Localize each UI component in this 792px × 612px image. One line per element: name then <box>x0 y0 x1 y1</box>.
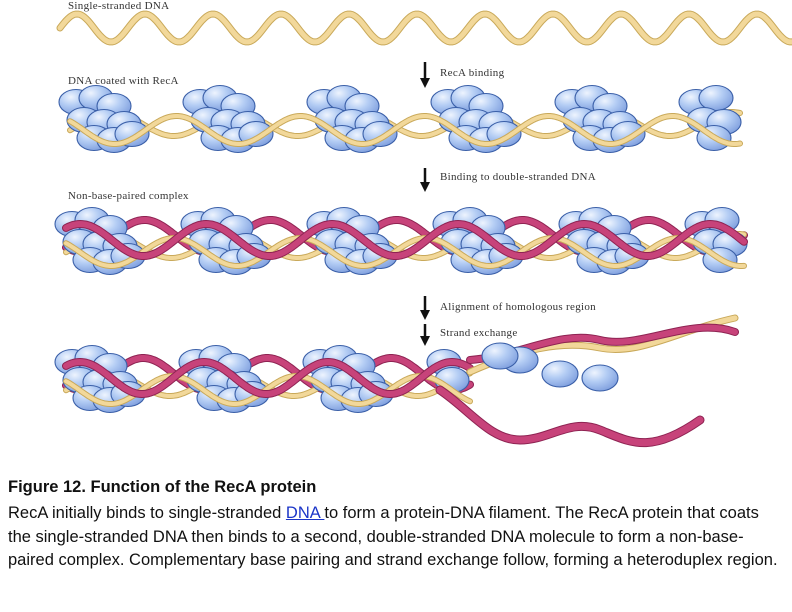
ssdna-wave <box>60 14 792 42</box>
arrow-strand-exchange <box>420 324 430 346</box>
label-reca-binding: RecA binding <box>440 67 505 79</box>
label-binding-to-double-stranded-dna: Binding to double-stranded DNA <box>440 171 596 183</box>
reca-protein <box>542 361 578 387</box>
reca-protein <box>582 365 618 391</box>
figure-caption: Figure 12. Function of the RecA protein … <box>8 476 784 573</box>
non-base-paired-complex <box>55 208 747 275</box>
strand-exchange-complex <box>55 318 735 443</box>
arrow-binding-to-dsdna <box>420 168 430 192</box>
caption-body: RecA initially binds to single-stranded … <box>8 502 784 573</box>
label-alignment-of-homologous-region: Alignment of homologous region <box>440 301 596 313</box>
caption-title: Figure 12. Function of the RecA protein <box>8 476 784 498</box>
reca-coated-filament <box>59 86 741 153</box>
label-non-base-paired-complex: Non-base-paired complex <box>68 190 189 202</box>
ssdna-strand <box>60 14 792 42</box>
arrow-reca-binding <box>420 62 430 88</box>
reca-protein <box>482 343 518 369</box>
arrow-alignment <box>420 296 430 320</box>
caption-text-before-link: RecA initially binds to single-stranded <box>8 504 286 522</box>
label-strand-exchange: Strand exchange <box>440 327 518 339</box>
reca-protein <box>699 86 733 111</box>
label-dna-coated-with-reca: DNA coated with RecA <box>68 75 179 87</box>
displaced-strand-edge <box>440 390 700 443</box>
dna-link[interactable]: DNA <box>286 504 325 522</box>
label-single-stranded-dna: Single-stranded DNA <box>68 0 169 12</box>
reca-diagram: Single-stranded DNA DNA coated with RecA… <box>0 0 792 470</box>
